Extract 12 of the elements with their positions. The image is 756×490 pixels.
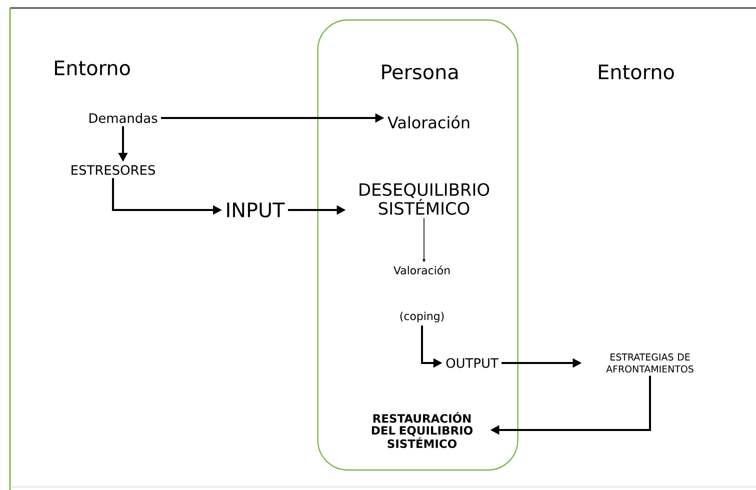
term-text: DESEQUILIBRIO SISTÉMICO	[360, 183, 490, 215]
term-text: OUTPUT	[446, 358, 498, 368]
term-text: ESTRATEGIAS DE AFRONTAMIENTOS	[606, 353, 694, 373]
region-label: Entorno	[599, 64, 674, 80]
region-label: Entorno	[55, 60, 130, 76]
term-text: Valoración	[388, 116, 470, 128]
term-text: RESTAURACIÓN DEL EQUILIBRIO SISTÉMICO	[372, 412, 472, 448]
term-text: Valoración	[394, 266, 450, 274]
term-text: INPUT	[227, 202, 285, 218]
term-text: (coping)	[400, 312, 444, 322]
term-text: ESTRESORES	[72, 165, 155, 175]
term-text: Demandas	[89, 112, 158, 123]
